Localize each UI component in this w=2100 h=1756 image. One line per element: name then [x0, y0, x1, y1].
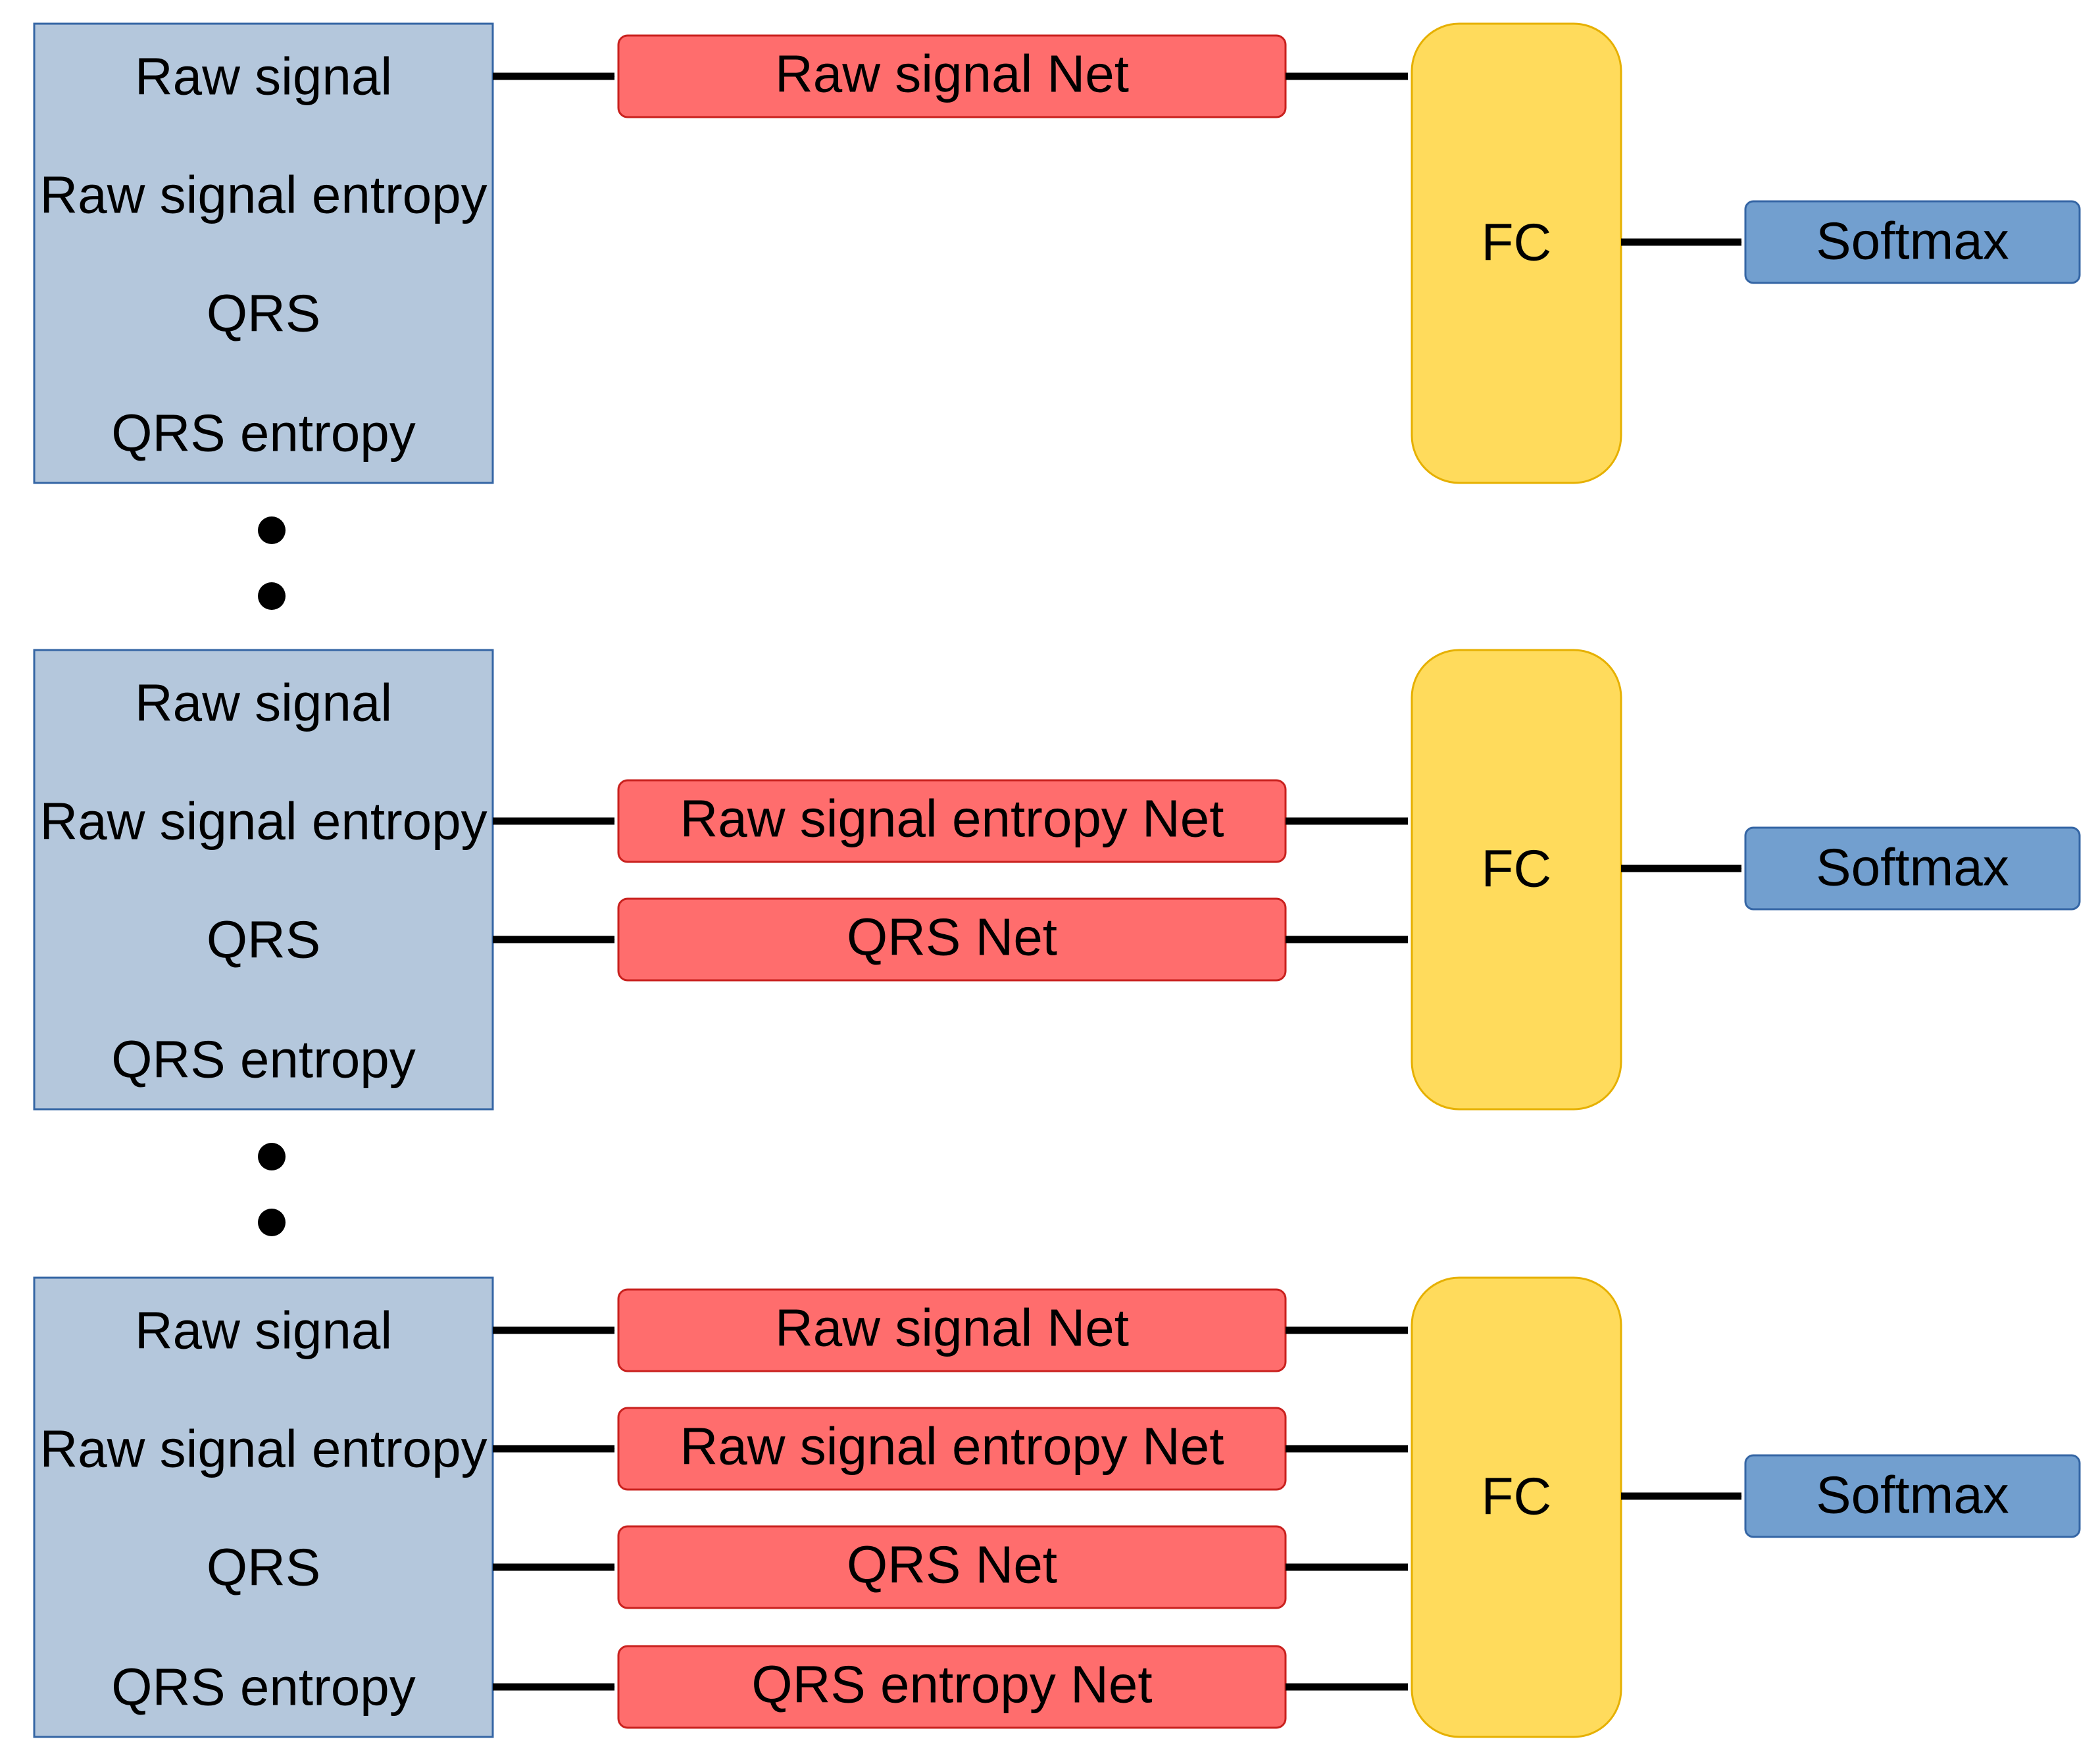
input-block — [33, 1276, 494, 1738]
softmax-label: Softmax — [1816, 1466, 2009, 1524]
ellipsis-dots — [258, 1143, 286, 1236]
net-label: Raw signal Net — [775, 1299, 1129, 1357]
softmax-block — [1744, 826, 2081, 911]
input-label: QRS — [207, 284, 320, 343]
net-label: QRS entropy Net — [751, 1655, 1152, 1714]
input-label: QRS entropy — [111, 1658, 415, 1717]
fc-label: FC — [1482, 213, 1552, 272]
input-label: Raw signal entropy — [39, 792, 487, 851]
softmax-label: Softmax — [1816, 838, 2009, 897]
input-label: QRS entropy — [111, 1030, 415, 1089]
input-label: Raw signal — [135, 47, 392, 106]
ellipsis-dot — [258, 1209, 286, 1236]
ellipsis-dot — [258, 582, 286, 610]
net-label: QRS Net — [847, 908, 1057, 966]
input-label: Raw signal entropy — [39, 166, 487, 224]
input-label: QRS — [207, 911, 320, 969]
fc-block — [1411, 1276, 1622, 1738]
ellipsis-dots — [258, 516, 286, 610]
net-label: Raw signal entropy Net — [680, 1417, 1224, 1476]
fc-label: FC — [1482, 840, 1552, 898]
input-block — [33, 649, 494, 1111]
fc-label: FC — [1482, 1467, 1552, 1526]
net-label: Raw signal Net — [775, 45, 1129, 103]
input-label: Raw signal — [135, 674, 392, 732]
ellipsis-dot — [258, 1143, 286, 1170]
input-label: Raw signal — [135, 1301, 392, 1360]
fc-block — [1411, 22, 1622, 484]
input-label: Raw signal entropy — [39, 1420, 487, 1478]
softmax-label: Softmax — [1816, 212, 2009, 270]
net-label: Raw signal entropy Net — [680, 790, 1224, 848]
input-label: QRS entropy — [111, 404, 415, 463]
ellipsis-dot — [258, 516, 286, 544]
input-block — [33, 22, 494, 484]
softmax-block — [1744, 1454, 2081, 1538]
softmax-block — [1744, 200, 2081, 284]
input-label: QRS — [207, 1538, 320, 1597]
fc-block — [1411, 649, 1622, 1111]
net-label: QRS Net — [847, 1536, 1057, 1594]
